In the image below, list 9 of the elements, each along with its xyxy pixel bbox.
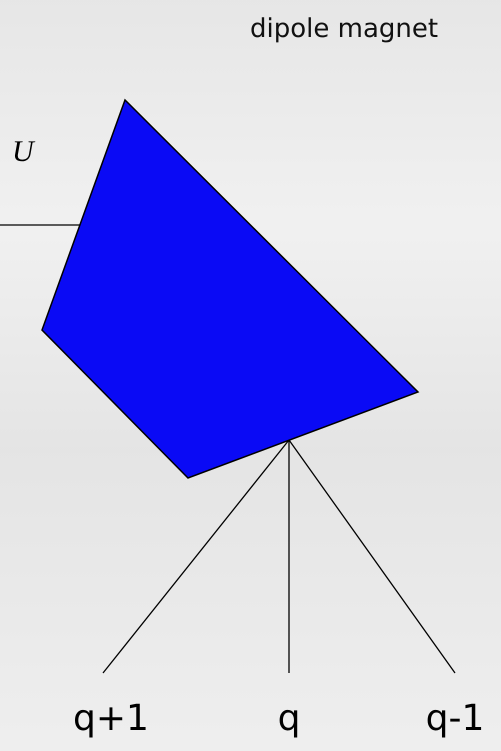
beam-trajectory-line: [288, 440, 290, 673]
beam-line: [0, 224, 80, 226]
charge-state-label: q+1: [73, 698, 149, 739]
charge-state-label: q: [278, 698, 300, 739]
beam-trajectory-line: [102, 440, 290, 674]
magnet-title: dipole magnet: [250, 14, 438, 44]
charge-state-label: q-1: [426, 698, 484, 739]
voltage-label: U: [12, 135, 34, 169]
beam-trajectory-line: [288, 440, 456, 674]
